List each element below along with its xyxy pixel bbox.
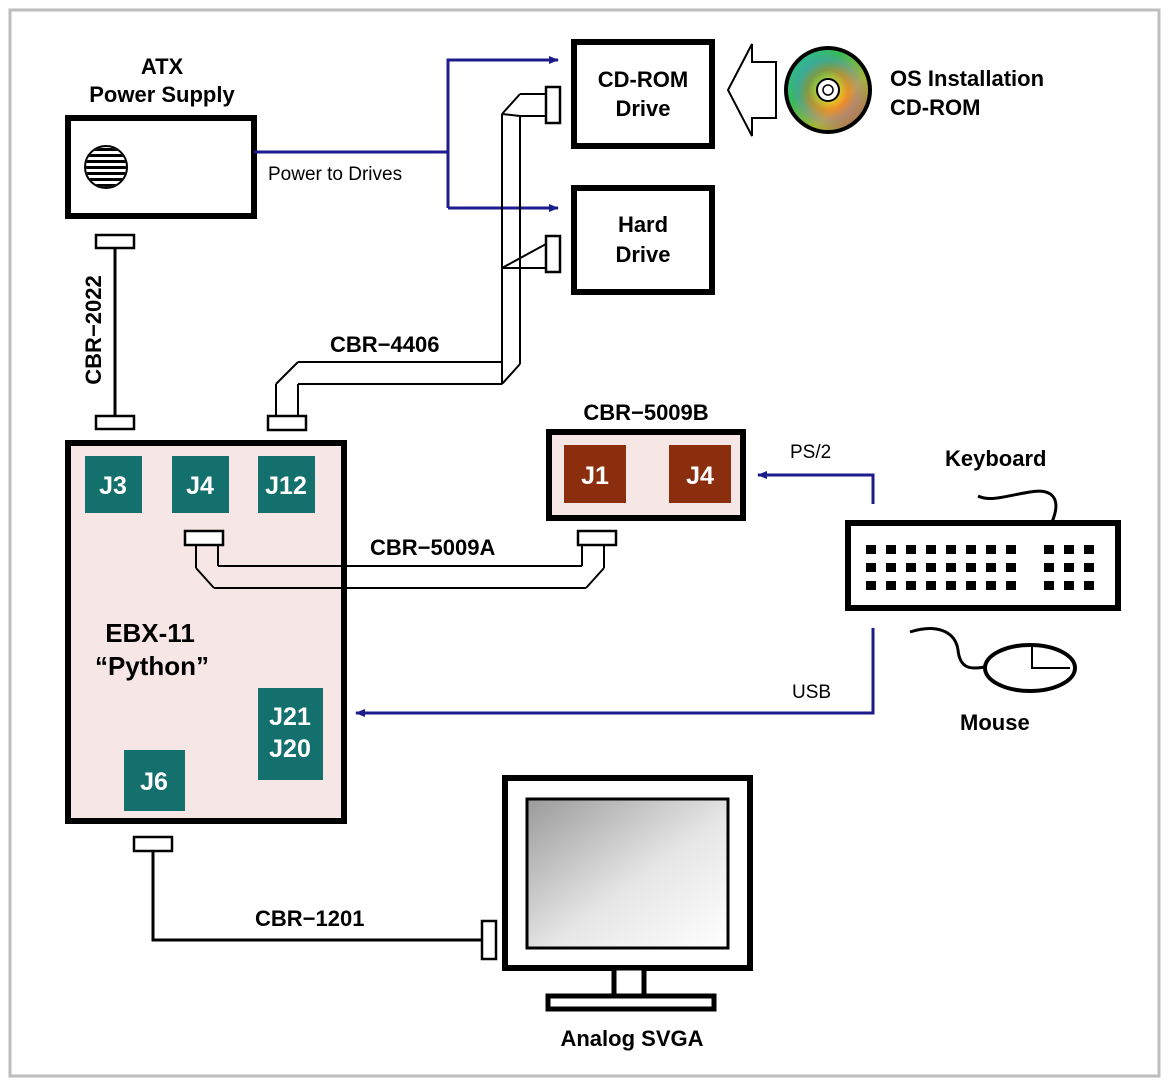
cable-label-cbr-2022: CBR−2022 — [81, 275, 106, 384]
keyboard-key — [986, 563, 996, 572]
cbr-5009b-adapter: CBR−5009B J1 J4 — [546, 400, 746, 521]
cable-cbr-1201 — [132, 835, 498, 961]
ps2-label: PS/2 — [790, 442, 831, 463]
cdrom-drive: CD-ROM Drive — [571, 39, 715, 149]
board-name-line1: EBX-11 — [105, 618, 195, 648]
ide-connector-board — [266, 414, 308, 432]
ide-connector-cdrom — [544, 85, 562, 125]
keyboard-key — [946, 545, 956, 554]
keyboard-key — [1084, 563, 1094, 572]
video-connector-board — [132, 835, 174, 853]
keyboard-key — [886, 563, 896, 572]
cd-disc-icon — [784, 46, 872, 134]
keyboard-key — [1006, 545, 1016, 554]
keyboard-key — [1064, 545, 1074, 554]
connector-j6 — [124, 750, 185, 811]
connector-j6-label: J6 — [140, 768, 168, 796]
hard-drive: Hard Drive — [571, 185, 715, 295]
cable-label-cbr-5009a: CBR−5009A — [370, 535, 495, 560]
keyboard-key — [866, 581, 876, 590]
cdrom-drive-label-line1: CD-ROM — [598, 67, 688, 92]
power-supply-label-line1: ATX — [141, 54, 184, 79]
connector-j21-j20 — [258, 688, 323, 780]
keyboard-key — [866, 563, 876, 572]
usb-link: USB — [355, 628, 875, 717]
keyboard-key — [966, 581, 976, 590]
keyboard-key — [1006, 581, 1016, 590]
hard-drive-label-line2: Drive — [615, 242, 670, 267]
adapter-connector-j4 — [669, 445, 731, 503]
keyboard-key — [906, 581, 916, 590]
utility-connector-board — [183, 529, 225, 547]
keyboard-icon — [845, 489, 1121, 611]
keyboard-key — [966, 545, 976, 554]
connector-j4 — [172, 456, 229, 513]
utility-connector-adapter — [576, 529, 618, 547]
adapter-connector-j1 — [564, 445, 626, 503]
cable-label-cbr-1201: CBR−1201 — [255, 906, 364, 931]
connector-j3 — [85, 456, 142, 513]
keyboard-key — [1006, 563, 1016, 572]
fan-grille-icon — [84, 145, 128, 189]
ps2-link: PS/2 — [757, 442, 875, 504]
atx-power-supply: ATX Power Supply — [65, 54, 257, 219]
adapter-j1-label: J1 — [581, 462, 609, 490]
keyboard-key — [946, 563, 956, 572]
video-connector-monitor — [480, 919, 498, 961]
connector-j12 — [258, 456, 315, 513]
monitor-icon — [502, 775, 753, 1012]
connector-j20-label: J20 — [269, 735, 311, 763]
board-name-line2: “Python” — [95, 651, 209, 681]
keyboard-key — [906, 545, 916, 554]
keyboard-key — [1084, 545, 1094, 554]
usb-label: USB — [792, 682, 831, 703]
keyboard-key — [1044, 581, 1054, 590]
connector-j4-label: J4 — [186, 472, 214, 500]
cable-label-cbr-4406: CBR−4406 — [330, 332, 439, 357]
os-cd-label-line1: OS Installation — [890, 66, 1044, 91]
cable-cbr-4406 — [266, 85, 562, 432]
keyboard-key — [866, 545, 876, 554]
keyboard-key — [906, 563, 916, 572]
adapter-j4-label: J4 — [686, 462, 714, 490]
keyboard-key — [986, 581, 996, 590]
keyboard-label: Keyboard — [945, 446, 1046, 471]
connector-j12-label: J12 — [265, 472, 307, 500]
power-to-drives-label: Power to Drives — [268, 164, 402, 185]
keyboard-key — [926, 545, 936, 554]
power-cable-connector-top — [94, 233, 136, 250]
power-cable-connector-bottom — [94, 414, 136, 431]
keyboard-key — [1064, 581, 1074, 590]
keyboard-key — [1044, 563, 1054, 572]
cable-cbr-2022: CBR−2022 — [81, 233, 136, 431]
insert-arrow-icon — [726, 43, 777, 137]
keyboard-key — [1084, 581, 1094, 590]
keyboard-key — [1044, 545, 1054, 554]
keyboard-key — [886, 581, 896, 590]
os-cd-label-line2: CD-ROM — [890, 95, 980, 120]
keyboard-key — [886, 545, 896, 554]
mouse-icon — [909, 627, 1077, 693]
cdrom-drive-label-line2: Drive — [615, 96, 670, 121]
power-supply-label-line2: Power Supply — [89, 82, 235, 107]
keyboard-key — [946, 581, 956, 590]
keyboard-key — [966, 563, 976, 572]
keyboard-key — [986, 545, 996, 554]
mouse-label: Mouse — [960, 710, 1030, 735]
connector-j21-label: J21 — [269, 703, 311, 731]
hard-drive-label-line1: Hard — [618, 212, 668, 237]
connector-j3-label: J3 — [99, 472, 127, 500]
keyboard-key — [926, 581, 936, 590]
monitor-label: Analog SVGA — [560, 1026, 703, 1051]
ide-connector-hdd — [544, 234, 562, 274]
keyboard-key — [926, 563, 936, 572]
ebx-11-board: J3 J4 J12 J21 J20 J6 EBX-11 “Python” — [65, 440, 347, 824]
adapter-title: CBR−5009B — [583, 400, 708, 425]
keyboard-key — [1064, 563, 1074, 572]
cable-cbr-5009a — [183, 529, 618, 589]
